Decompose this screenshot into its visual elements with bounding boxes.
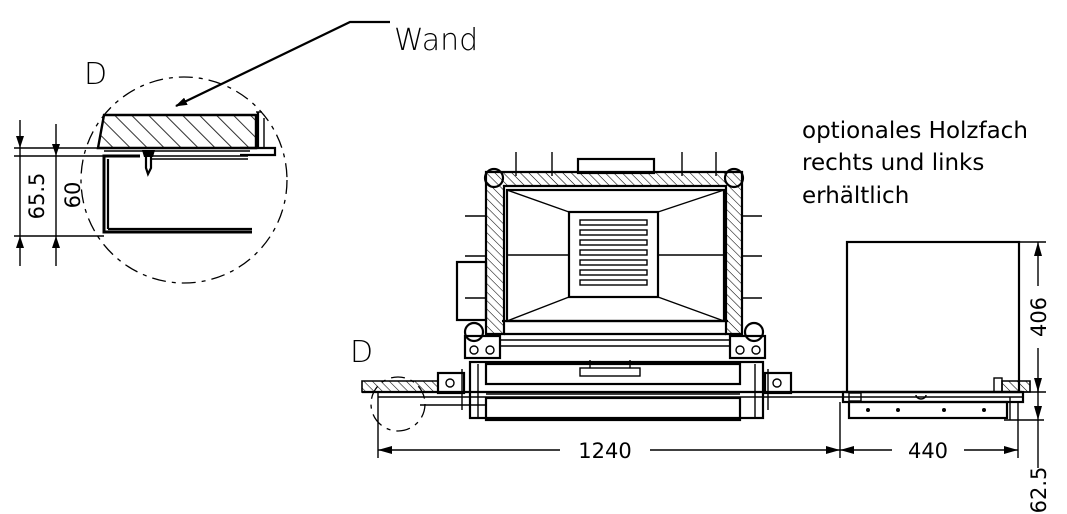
stove-front-view — [436, 152, 793, 422]
detail-circle — [80, 76, 288, 284]
dim-detail-inner: 60 — [61, 182, 85, 209]
dim-base-height: 62.5 — [1027, 467, 1051, 514]
dim-stove-width: 1240 — [578, 439, 631, 463]
fire-grate — [567, 210, 660, 299]
dimension-lines: 1240 440 406 62.5 — [377, 241, 1051, 514]
wood-box-note: optionales Holzfach rechts und links erh… — [802, 118, 1028, 209]
note-line-3: erhältlich — [802, 183, 909, 209]
note-line-1: optionales Holzfach — [802, 118, 1028, 144]
wall-section — [96, 113, 258, 150]
dim-detail-outer: 65.5 — [25, 173, 49, 220]
dim-wood-box-height: 406 — [1027, 297, 1051, 337]
detail-marker-top: D — [84, 57, 107, 92]
stove-shell — [484, 170, 744, 336]
dim-wood-box-width: 440 — [908, 439, 948, 463]
detail-reference-circle — [370, 376, 426, 432]
wall-label: Wand — [394, 23, 478, 58]
screw — [142, 150, 155, 157]
note-line-2: rechts und links — [802, 150, 984, 176]
wall-callout: Wand — [175, 20, 478, 107]
detail-view-d: 65.5 60 D — [14, 57, 288, 284]
floor-section — [361, 380, 1044, 421]
wood-box — [841, 240, 1025, 420]
detail-marker-bottom: D — [350, 335, 373, 370]
